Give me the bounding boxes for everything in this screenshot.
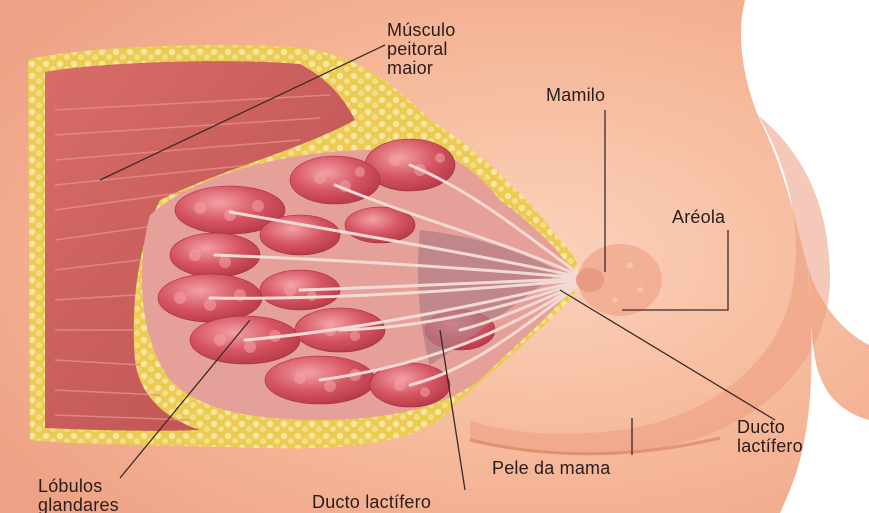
montgomery-gland [613,298,618,303]
label-musculo-peitoral-maior: Músculo peitoral maior [387,21,455,78]
nipple-shape [576,268,604,292]
label-areola: Aréola [672,208,725,227]
montgomery-gland [627,262,633,268]
label-ducto-lactifero-direita: Ducto lactífero [737,418,803,456]
label-ducto-lactifero-inferior: Ducto lactífero [312,493,431,512]
label-mamilo: Mamilo [546,86,605,105]
label-lobulos-glandares: Lóbulos glandares [38,477,119,513]
label-pele-da-mama: Pele da mama [492,459,610,478]
montgomery-gland [637,287,643,293]
